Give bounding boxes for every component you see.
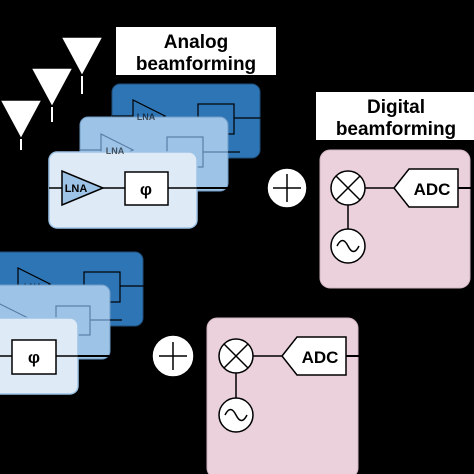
- phase-shifter-2: [11, 339, 57, 375]
- digital-beamforming-title: Digital beamforming: [316, 92, 474, 140]
- antenna-icon: [59, 36, 105, 78]
- combiner-bottom: [151, 334, 195, 378]
- antenna-array: [0, 36, 105, 141]
- digital-title-line2: beamforming: [336, 119, 456, 140]
- analog-title-line2: beamforming: [136, 54, 256, 75]
- digital-title-line1: Digital: [367, 97, 425, 118]
- phase-label: φ: [140, 180, 152, 199]
- digital-panel-bottom: ADC: [206, 317, 366, 474]
- analog-layer-front-2: φ: [0, 317, 79, 395]
- analog-beamforming-title: Analog beamforming: [116, 27, 276, 75]
- adc-label: ADC: [414, 180, 451, 199]
- antenna-icon: [0, 99, 44, 141]
- phase-label-2: φ: [28, 348, 40, 367]
- antenna-icon: [29, 67, 75, 109]
- lna-label: LNA: [65, 183, 88, 195]
- digital-panel-top: ADC: [319, 149, 474, 289]
- adc-label-2: ADC: [302, 348, 339, 367]
- svg-text:LNA: LNA: [137, 112, 156, 122]
- analog-title-line1: Analog: [164, 32, 228, 53]
- combiner-top: [266, 167, 308, 209]
- lna-amplifier: [61, 169, 105, 207]
- phase-shifter: [124, 171, 169, 206]
- svg-text:LNA: LNA: [106, 146, 125, 156]
- analog-layer-front: LNA φ: [48, 151, 198, 229]
